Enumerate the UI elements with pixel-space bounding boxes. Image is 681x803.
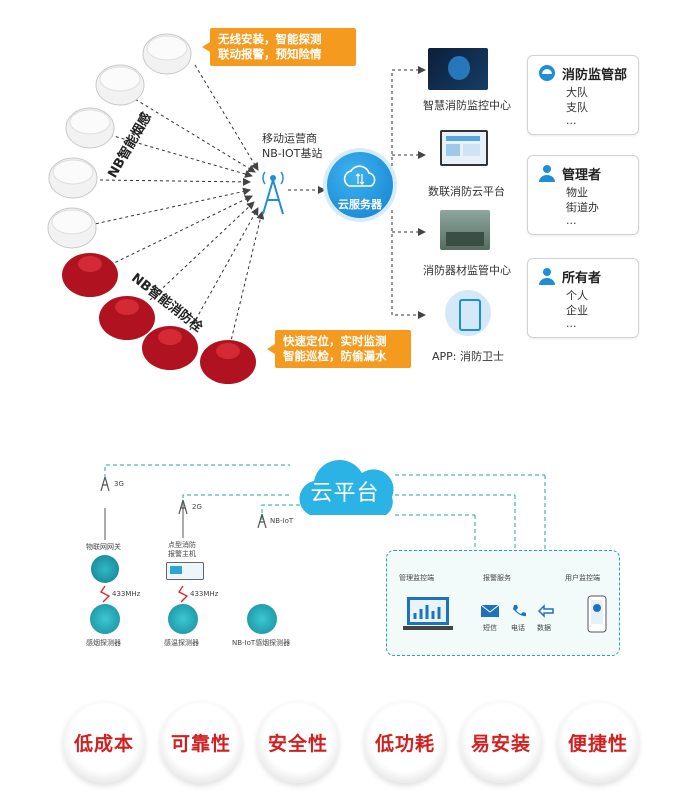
phone-label: 电话 [511, 624, 525, 632]
role-item: 物业 [566, 186, 588, 199]
detector-device-0 [90, 604, 120, 634]
service-thumb-platform [440, 130, 488, 166]
service-thumb-monitor [428, 48, 488, 90]
detector-label-0: 感烟探测器 [86, 639, 121, 647]
role-title-0: 消防监管部 [562, 68, 628, 83]
service-thumb-equipment [440, 210, 490, 250]
sms-label: 短信 [483, 624, 497, 632]
detector-label-2: NB-IoT感烟探测器 [232, 639, 291, 647]
role-item: 支队 [566, 101, 588, 114]
service-label-1: 数联消防云平台 [428, 185, 505, 198]
laptop-icon [403, 597, 453, 630]
tower-icon [262, 171, 284, 215]
base-station-label-2: NB-IOT基站 [262, 147, 323, 160]
person-icon [539, 165, 555, 182]
role-box-1: 管理者 物业 街道办 ... [527, 155, 639, 235]
role-item: 街道办 [566, 201, 599, 214]
mobile-phone-icon [587, 595, 607, 633]
tower-label-2: NB-IoT [270, 517, 294, 525]
smoke-detector-icons [47, 33, 256, 384]
detector-device-2 [247, 604, 277, 634]
cloud-server-label: 云服务器 [338, 198, 382, 211]
role-item: ... [566, 214, 577, 227]
tower-label-0: 3G [114, 480, 124, 488]
feature-badge-3: 低功耗 [364, 701, 446, 783]
role-box-0: 消防监管部 大队 支队 ... [527, 55, 639, 135]
panel-label-left: 管理监控端 [399, 574, 434, 582]
callout-wireless: 无线安装，智能探测 联动报警，预知险情 [202, 28, 356, 66]
helmet-icon [539, 65, 555, 81]
tower-icon [178, 499, 188, 515]
service-label-2: 消防器材监管中心 [423, 264, 511, 277]
gateway-label: 物联网网关 [86, 543, 121, 551]
person-icon [539, 268, 555, 285]
tower-label-1: 2G [192, 503, 202, 511]
feature-label-0: 低成本 [73, 733, 134, 755]
base-station-label-1: 移动运营商 [262, 132, 317, 145]
role-item: 企业 [566, 304, 588, 317]
feature-badge-2: 安全性 [257, 701, 339, 783]
role-title-2: 所有者 [562, 271, 602, 286]
freq-label-2: 433MHz [190, 590, 219, 598]
role-item: 大队 [566, 86, 588, 99]
feature-badge-4: 易安装 [460, 701, 542, 783]
feature-badge-5: 便捷性 [557, 701, 639, 783]
callout-hydrant: 快速定位，实时监测 智能巡检，防偷漏水 [267, 330, 411, 368]
service-label-0: 智慧消防监控中心 [423, 99, 511, 112]
role-title-1: 管理者 [562, 168, 602, 183]
host-label-1: 点型消防 [168, 541, 196, 549]
feature-label-4: 易安装 [470, 733, 531, 755]
phone-icon [513, 605, 526, 617]
feature-label-3: 低功耗 [374, 733, 435, 755]
feature-label-2: 安全性 [267, 733, 328, 755]
role-item: ... [566, 114, 577, 127]
panel-label-right: 用户监控端 [565, 574, 600, 582]
cloud-icon [343, 165, 376, 187]
cloud-server: 云服务器 [327, 152, 393, 218]
monitoring-panel: 管理监控端 报警服务 用户监控端 短信 电话 数据 [386, 550, 620, 656]
data-transfer-icon [537, 604, 554, 618]
app-icon [445, 290, 491, 336]
panel-label-mid: 报警服务 [483, 574, 511, 582]
alarm-host-device [166, 562, 204, 580]
data-label: 数据 [537, 624, 551, 632]
role-box-2: 所有者 个人 企业 ... [527, 258, 639, 338]
mail-icon [480, 604, 500, 617]
gateway-device [91, 555, 119, 583]
feature-label-1: 可靠性 [170, 733, 231, 755]
tower-icon [100, 476, 110, 492]
role-item: ... [566, 317, 577, 330]
role-item: 个人 [566, 289, 588, 302]
cloud-platform-label: 云平台 [310, 481, 380, 506]
service-label-3: APP: 消防卫士 [432, 350, 504, 363]
feature-badge-1: 可靠性 [160, 701, 242, 783]
feature-badge-0: 低成本 [63, 701, 145, 783]
freq-label-1: 433MHz [112, 590, 141, 598]
tower-icon [257, 513, 267, 529]
detector-device-1 [168, 604, 198, 634]
cloud-platform-shape [299, 460, 394, 515]
cloud-platform: 云平台 [290, 455, 400, 523]
detector-label-1: 感温探测器 [164, 639, 199, 647]
feature-label-5: 便捷性 [567, 733, 628, 755]
host-label-2: 报警主机 [168, 550, 196, 558]
